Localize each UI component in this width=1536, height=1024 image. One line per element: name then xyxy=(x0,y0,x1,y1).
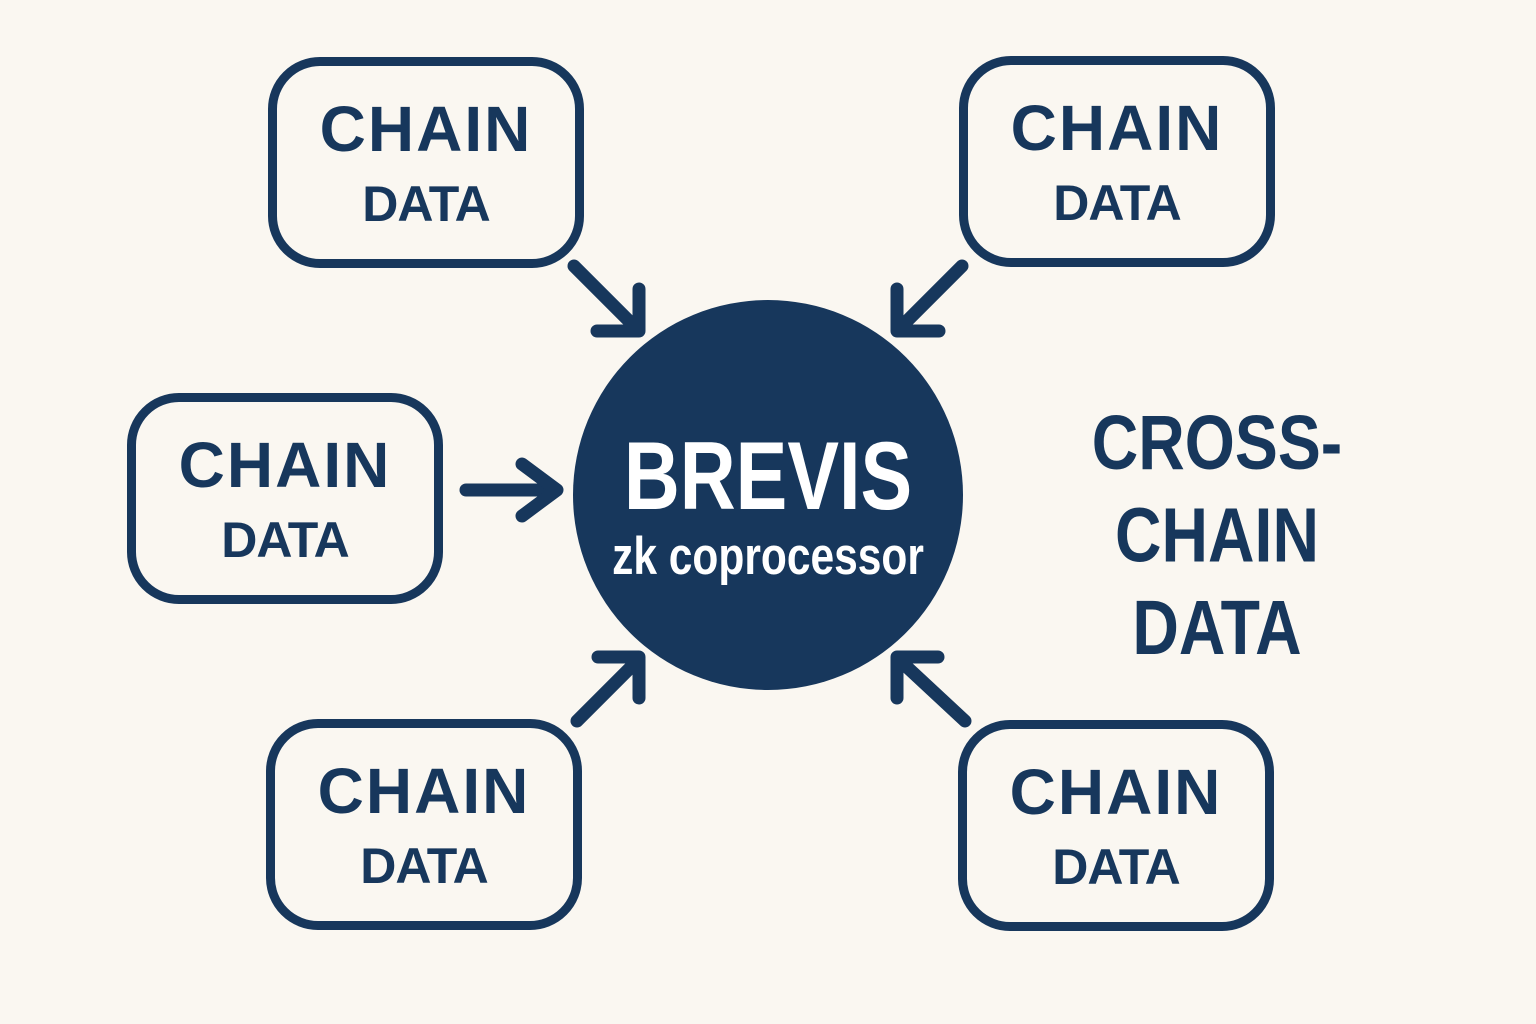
chain-data-box-bottom-right: CHAIN DATA xyxy=(958,720,1274,931)
brevis-subtitle: zk coprocessor xyxy=(612,526,924,586)
chain-data-box-top-right: CHAIN DATA xyxy=(959,56,1275,267)
brevis-circle: BREVIS zk coprocessor xyxy=(573,300,963,690)
arrow-down-left-icon xyxy=(890,259,969,338)
arrow-right-icon xyxy=(459,457,564,523)
cross-chain-data-label: CROSS-CHAIN DATA xyxy=(1004,396,1431,673)
chain-data-sublabel: DATA xyxy=(221,511,349,568)
cross-chain-data-line: DATA xyxy=(1132,584,1302,671)
chain-data-box-bottom-left: CHAIN DATA xyxy=(266,719,582,930)
arrow-up-right-icon xyxy=(570,650,646,728)
arrow-up-left-icon xyxy=(890,650,972,728)
cross-chain-line: CROSS-CHAIN xyxy=(1091,399,1343,578)
chain-data-sublabel: DATA xyxy=(1053,174,1181,231)
chain-data-sublabel: DATA xyxy=(362,175,490,232)
chain-data-sublabel: DATA xyxy=(360,837,488,894)
brevis-title: BREVIS xyxy=(623,421,913,530)
chain-data-label: CHAIN xyxy=(1010,91,1224,164)
chain-data-sublabel: DATA xyxy=(1052,838,1180,895)
chain-data-label: CHAIN xyxy=(319,92,533,165)
arrow-down-right-icon xyxy=(567,259,646,338)
chain-data-label: CHAIN xyxy=(178,428,392,501)
chain-data-label: CHAIN xyxy=(317,754,531,827)
chain-data-label: CHAIN xyxy=(1009,755,1223,828)
chain-data-box-top-left: CHAIN DATA xyxy=(268,57,584,268)
chain-data-box-middle-left: CHAIN DATA xyxy=(127,393,443,604)
